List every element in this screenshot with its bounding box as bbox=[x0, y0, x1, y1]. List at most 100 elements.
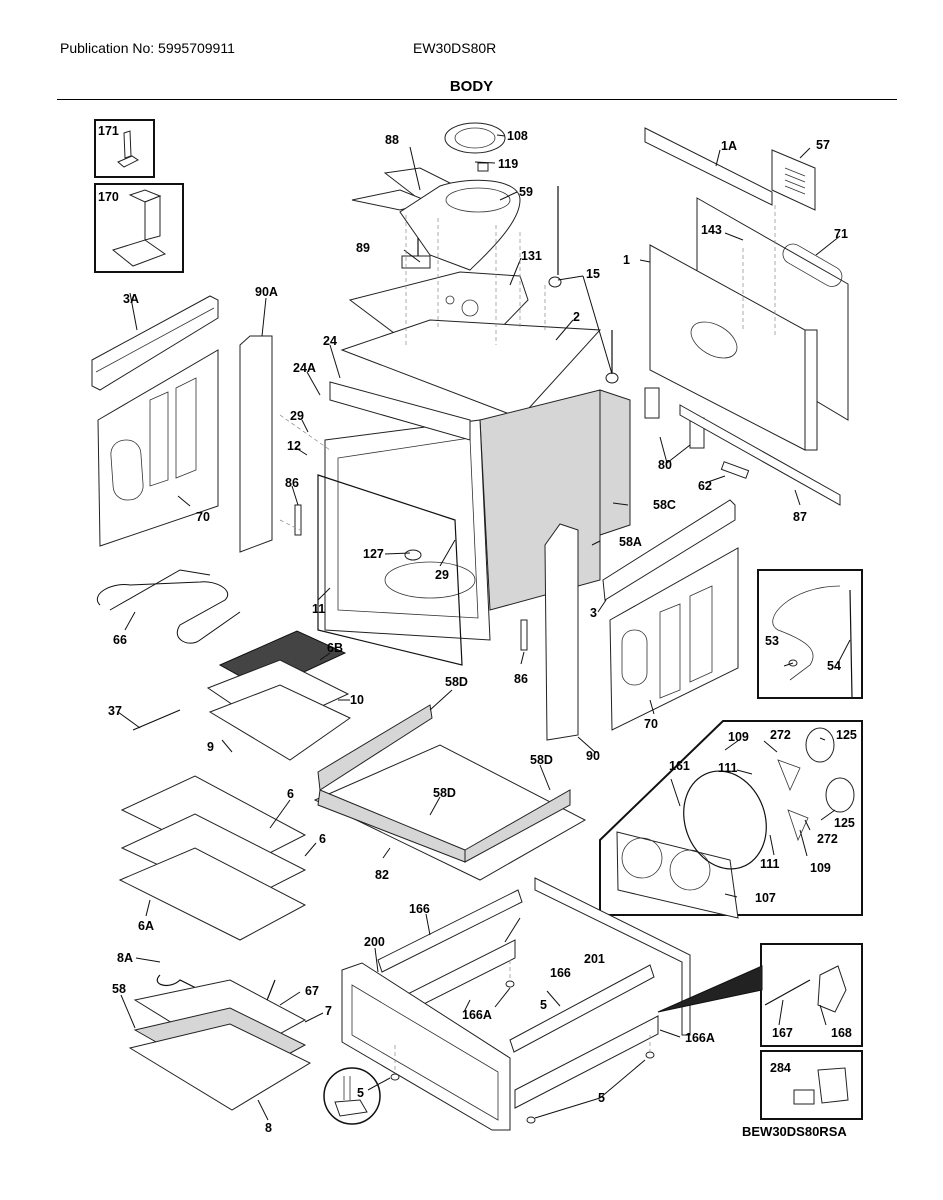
label-166A-right: 166A bbox=[685, 1031, 715, 1045]
label-125-top: 125 bbox=[836, 728, 857, 742]
section-title: BODY bbox=[449, 78, 494, 95]
label-58D-mid: 58D bbox=[433, 786, 456, 800]
part-82-frame bbox=[313, 744, 587, 881]
label-108: 108 bbox=[507, 129, 528, 143]
label-5-bot: 5 bbox=[598, 1091, 605, 1105]
part-119-switch bbox=[477, 162, 489, 172]
diagram-code: BEW30DS80RSA bbox=[742, 1124, 847, 1139]
label-284: 284 bbox=[770, 1061, 791, 1075]
label-90A: 90A bbox=[255, 285, 278, 299]
part-2-oven-top bbox=[340, 319, 602, 419]
part-58D-insulation-strips bbox=[317, 704, 571, 863]
label-3A: 3A bbox=[123, 292, 139, 306]
label-82: 82 bbox=[375, 868, 389, 882]
label-89: 89 bbox=[356, 241, 370, 255]
label-58C: 58C bbox=[653, 498, 676, 512]
label-57: 57 bbox=[816, 138, 830, 152]
label-125-bot: 125 bbox=[834, 816, 855, 830]
leader-lines bbox=[117, 134, 851, 1121]
part-70-right-side-panel bbox=[609, 547, 739, 731]
part-70-left-side-panel bbox=[97, 349, 219, 547]
part-37-sensor bbox=[132, 709, 181, 731]
inset-53-54-probe bbox=[757, 569, 863, 699]
inset-convection-fan bbox=[599, 720, 863, 919]
label-58D-top: 58D bbox=[445, 675, 468, 689]
part-201-rear-frame bbox=[534, 877, 691, 1036]
label-111-bot: 111 bbox=[760, 857, 780, 871]
label-167: 167 bbox=[772, 1026, 793, 1040]
label-171: 171 bbox=[98, 124, 119, 138]
part-6A-rolling-rack bbox=[118, 847, 307, 941]
publication-number: Publication No: 5995709911 bbox=[60, 40, 235, 56]
inset-284-switch bbox=[760, 1050, 863, 1120]
part-66-broil-element bbox=[97, 569, 241, 644]
part-24-vent-bracket bbox=[329, 381, 471, 441]
label-29-top: 29 bbox=[290, 409, 304, 423]
label-5-mid: 5 bbox=[540, 998, 547, 1012]
label-58D-right: 58D bbox=[530, 753, 553, 767]
label-53: 53 bbox=[765, 634, 779, 648]
part-9-broiler-pan bbox=[208, 684, 351, 761]
label-66: 66 bbox=[113, 633, 127, 647]
inset-171 bbox=[94, 119, 155, 178]
label-59: 59 bbox=[519, 185, 533, 199]
label-143: 143 bbox=[701, 223, 722, 237]
label-6B: 6B bbox=[327, 641, 343, 655]
label-131: 131 bbox=[521, 249, 542, 263]
label-24: 24 bbox=[323, 334, 337, 348]
assembly-guides bbox=[279, 205, 776, 1075]
label-86-left: 86 bbox=[285, 476, 299, 490]
label-37: 37 bbox=[108, 704, 122, 718]
label-15: 15 bbox=[586, 267, 600, 281]
part-3-bracket-right bbox=[602, 499, 736, 601]
label-1A: 1A bbox=[721, 139, 737, 153]
label-29-mid: 29 bbox=[435, 568, 449, 582]
part-90-strip bbox=[544, 523, 579, 741]
part-oven-liner bbox=[324, 419, 491, 641]
label-6-top: 6 bbox=[287, 787, 294, 801]
label-71: 71 bbox=[834, 227, 848, 241]
label-127: 127 bbox=[363, 547, 384, 561]
label-86-right: 86 bbox=[514, 672, 528, 686]
part-166A-right bbox=[514, 1015, 659, 1109]
label-90: 90 bbox=[586, 749, 600, 763]
label-272-top: 272 bbox=[770, 728, 791, 742]
part-5-leveling-legs bbox=[323, 980, 655, 1125]
part-87-rail bbox=[679, 404, 841, 506]
label-166-right: 166 bbox=[550, 966, 571, 980]
part-8-bottom-plate bbox=[128, 1023, 312, 1111]
label-272-bot: 272 bbox=[817, 832, 838, 846]
label-58: 58 bbox=[112, 982, 126, 996]
inset-167-168-hinge bbox=[657, 943, 863, 1047]
label-107: 107 bbox=[755, 891, 776, 905]
label-200: 200 bbox=[364, 935, 385, 949]
part-62-terminal-block bbox=[720, 461, 750, 479]
label-70-left: 70 bbox=[196, 510, 210, 524]
label-7: 7 bbox=[325, 1004, 332, 1018]
label-87: 87 bbox=[793, 510, 807, 524]
label-10: 10 bbox=[350, 693, 364, 707]
label-80: 80 bbox=[658, 458, 672, 472]
label-6-mid: 6 bbox=[319, 832, 326, 846]
label-6A: 6A bbox=[138, 919, 154, 933]
model-number: EW30DS80R bbox=[413, 40, 497, 56]
label-9: 9 bbox=[207, 740, 214, 754]
label-161: 161 bbox=[669, 759, 690, 773]
part-200-front-frame bbox=[341, 962, 511, 1131]
header-divider bbox=[57, 99, 897, 100]
label-111-top: 111 bbox=[718, 761, 738, 775]
label-201: 201 bbox=[584, 952, 605, 966]
part-166-right-slide bbox=[509, 964, 655, 1053]
label-70-right: 70 bbox=[644, 717, 658, 731]
part-3A-bracket bbox=[91, 295, 219, 391]
part-11-door-gasket bbox=[317, 474, 463, 666]
label-12: 12 bbox=[287, 439, 301, 453]
label-5-circle: 5 bbox=[357, 1086, 364, 1100]
part-90A-strip bbox=[239, 335, 273, 553]
label-119: 119 bbox=[498, 157, 519, 171]
part-166-left-slide bbox=[377, 889, 523, 973]
part-59-blower-housing bbox=[399, 179, 521, 271]
label-54: 54 bbox=[827, 659, 841, 673]
label-166A-left: 166A bbox=[462, 1008, 492, 1022]
